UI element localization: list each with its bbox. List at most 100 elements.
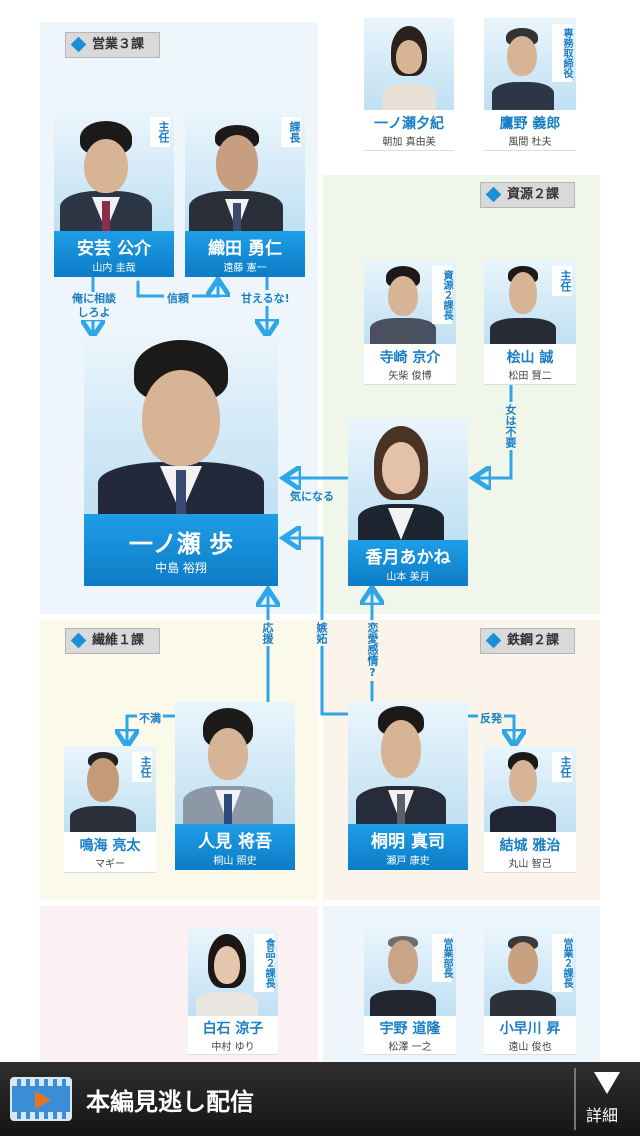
role-label: 主任 bbox=[552, 266, 572, 296]
portrait-photo: 課長 bbox=[185, 111, 305, 231]
actor-name: 遠山 俊也 bbox=[508, 1042, 552, 1053]
role-label: 主任 bbox=[552, 752, 572, 782]
card-shiraishi[interactable]: 食品２課長 白石 涼子 中村 ゆり bbox=[188, 928, 278, 1055]
card-ichinose-yuki[interactable]: 一ノ瀬夕紀 朝加 真由美 bbox=[364, 18, 454, 151]
relation-label-shinrai: 信頼 bbox=[164, 290, 192, 306]
relation-label-shitto: 嫉妬 bbox=[315, 620, 328, 646]
card-aki[interactable]: 主任 安芸 公介 山内 圭哉 bbox=[54, 111, 174, 277]
actor-name: 遠藤 憲一 bbox=[223, 263, 267, 274]
nameplate: 一ノ瀬夕紀 朝加 真由美 bbox=[364, 110, 454, 151]
portrait-photo: 営業部長 bbox=[364, 928, 456, 1016]
portrait-photo: 主任 bbox=[64, 746, 156, 832]
nameplate: 鳴海 亮太 マギー bbox=[64, 832, 156, 873]
character-name: 鷹野 義郎 bbox=[499, 116, 561, 132]
nameplate: 寺崎 京介 矢柴 俊博 bbox=[364, 344, 456, 385]
character-name: 寺崎 京介 bbox=[379, 350, 441, 366]
card-oda[interactable]: 課長 織田 勇仁 遠藤 憲一 bbox=[185, 111, 305, 277]
portrait-photo: 食品２課長 bbox=[188, 928, 278, 1016]
actor-name: 朝加 真由美 bbox=[382, 137, 436, 148]
relation-label-ki-ni-naru: 気になる bbox=[290, 490, 334, 503]
nameplate: 一ノ瀬 歩 中島 裕翔 bbox=[84, 514, 278, 586]
character-name: 宇野 道隆 bbox=[379, 1021, 441, 1037]
banner-label: 本編見逃し配信 bbox=[86, 1088, 254, 1116]
portrait-photo: 営業２課長 bbox=[484, 928, 576, 1016]
portrait-photo bbox=[348, 702, 468, 824]
character-name: 小早川 昇 bbox=[499, 1021, 561, 1037]
portrait-photo: 主任 bbox=[484, 746, 576, 832]
relation-label-ore-ni: 俺に相談しろよ bbox=[72, 292, 116, 320]
video-play-icon bbox=[10, 1077, 72, 1121]
section-tag-seni1: 繊維１課 bbox=[65, 628, 160, 654]
section-tag-shigen2: 資源２課 bbox=[480, 182, 575, 208]
nameplate: 香月あかね 山本 美月 bbox=[348, 540, 468, 586]
nameplate: 結城 雅治 丸山 智己 bbox=[484, 832, 576, 873]
card-terasaki[interactable]: 資源２課長 寺崎 京介 矢柴 俊博 bbox=[364, 260, 456, 385]
character-name: 白石 涼子 bbox=[202, 1021, 264, 1037]
character-name: 香月あかね bbox=[365, 548, 451, 568]
character-name: 一ノ瀬 歩 bbox=[128, 530, 234, 558]
nameplate: 鷹野 義郎 風間 杜夫 bbox=[484, 110, 576, 151]
nameplate: 桧山 誠 松田 賢二 bbox=[484, 344, 576, 385]
actor-name: 中島 裕翔 bbox=[155, 561, 207, 575]
divider bbox=[574, 1068, 576, 1130]
role-label: 営業部長 bbox=[432, 934, 452, 982]
portrait-photo bbox=[84, 336, 278, 514]
portrait-photo: 専務取締役 bbox=[484, 18, 576, 110]
character-name: 安芸 公介 bbox=[77, 239, 151, 259]
portrait-photo: 資源２課長 bbox=[364, 260, 456, 344]
relation-label-fuman: 不満 bbox=[137, 710, 163, 726]
nameplate: 白石 涼子 中村 ゆり bbox=[188, 1016, 278, 1055]
card-kozuki[interactable]: 香月あかね 山本 美月 bbox=[348, 418, 468, 586]
card-kirimei[interactable]: 桐明 真司 瀬戸 康史 bbox=[348, 702, 468, 870]
portrait-photo: 主任 bbox=[54, 111, 174, 231]
character-name: 織田 勇仁 bbox=[208, 239, 282, 259]
portrait-photo: 主任 bbox=[484, 260, 576, 344]
actor-name: 中村 ゆり bbox=[211, 1042, 255, 1053]
nameplate: 小早川 昇 遠山 俊也 bbox=[484, 1016, 576, 1055]
card-narumi[interactable]: 主任 鳴海 亮太 マギー bbox=[64, 746, 156, 873]
actor-name: 桐山 照史 bbox=[213, 856, 257, 867]
relation-label-hanpatsu: 反発 bbox=[478, 710, 504, 726]
relation-label-amaeruna: 甘えるな! bbox=[241, 290, 290, 306]
character-name: 人見 将吾 bbox=[198, 832, 272, 852]
nameplate: 宇野 道隆 松澤 一之 bbox=[364, 1016, 456, 1055]
section-tag-eigyo3: 営業３課 bbox=[65, 32, 160, 58]
role-label: 資源２課長 bbox=[432, 266, 452, 324]
nameplate: 人見 将吾 桐山 照史 bbox=[175, 824, 295, 870]
card-uno[interactable]: 営業部長 宇野 道隆 松澤 一之 bbox=[364, 928, 456, 1055]
card-kobayakawa[interactable]: 営業２課長 小早川 昇 遠山 俊也 bbox=[484, 928, 576, 1055]
character-name: 桐明 真司 bbox=[371, 832, 445, 852]
section-tag-tekko2: 鉄鋼２課 bbox=[480, 628, 575, 654]
role-label: 営業２課長 bbox=[552, 934, 572, 992]
actor-name: 風間 杜夫 bbox=[508, 137, 552, 148]
detail-button[interactable]: 詳細 bbox=[586, 1106, 619, 1125]
card-takano[interactable]: 専務取締役 鷹野 義郎 風間 杜夫 bbox=[484, 18, 576, 151]
role-label: 主任 bbox=[132, 752, 152, 782]
nameplate: 織田 勇仁 遠藤 憲一 bbox=[185, 231, 305, 277]
role-label: 食品２課長 bbox=[254, 934, 274, 992]
actor-name: 山本 美月 bbox=[386, 572, 430, 583]
character-name: 一ノ瀬夕紀 bbox=[374, 116, 444, 132]
portrait-photo bbox=[348, 418, 468, 540]
role-label: 課長 bbox=[281, 117, 301, 147]
actor-name: 矢柴 俊博 bbox=[388, 371, 432, 382]
character-name: 鳴海 亮太 bbox=[79, 838, 141, 854]
actor-name: 松田 賢二 bbox=[508, 371, 552, 382]
role-label: 主任 bbox=[150, 117, 170, 147]
relation-label-oen: 応援 bbox=[261, 620, 274, 646]
triangle-down-icon bbox=[594, 1072, 620, 1094]
nameplate: 桐明 真司 瀬戸 康史 bbox=[348, 824, 468, 870]
actor-name: 山内 圭哉 bbox=[92, 263, 136, 274]
card-hiyama[interactable]: 主任 桧山 誠 松田 賢二 bbox=[484, 260, 576, 385]
actor-name: マギー bbox=[95, 859, 125, 870]
card-hitomi[interactable]: 人見 将吾 桐山 照史 bbox=[175, 702, 295, 870]
missed-episode-banner[interactable]: 本編見逃し配信 詳細 bbox=[0, 1062, 640, 1136]
character-name: 桧山 誠 bbox=[506, 350, 554, 366]
portrait-photo bbox=[175, 702, 295, 824]
portrait-photo bbox=[364, 18, 454, 110]
relation-label-onna-fuyo: 女は不要 bbox=[504, 402, 517, 450]
card-ichinose-ayumu[interactable]: 一ノ瀬 歩 中島 裕翔 bbox=[84, 336, 278, 592]
actor-name: 瀬戸 康史 bbox=[386, 856, 430, 867]
character-name: 結城 雅治 bbox=[499, 838, 561, 854]
card-yuki[interactable]: 主任 結城 雅治 丸山 智己 bbox=[484, 746, 576, 873]
